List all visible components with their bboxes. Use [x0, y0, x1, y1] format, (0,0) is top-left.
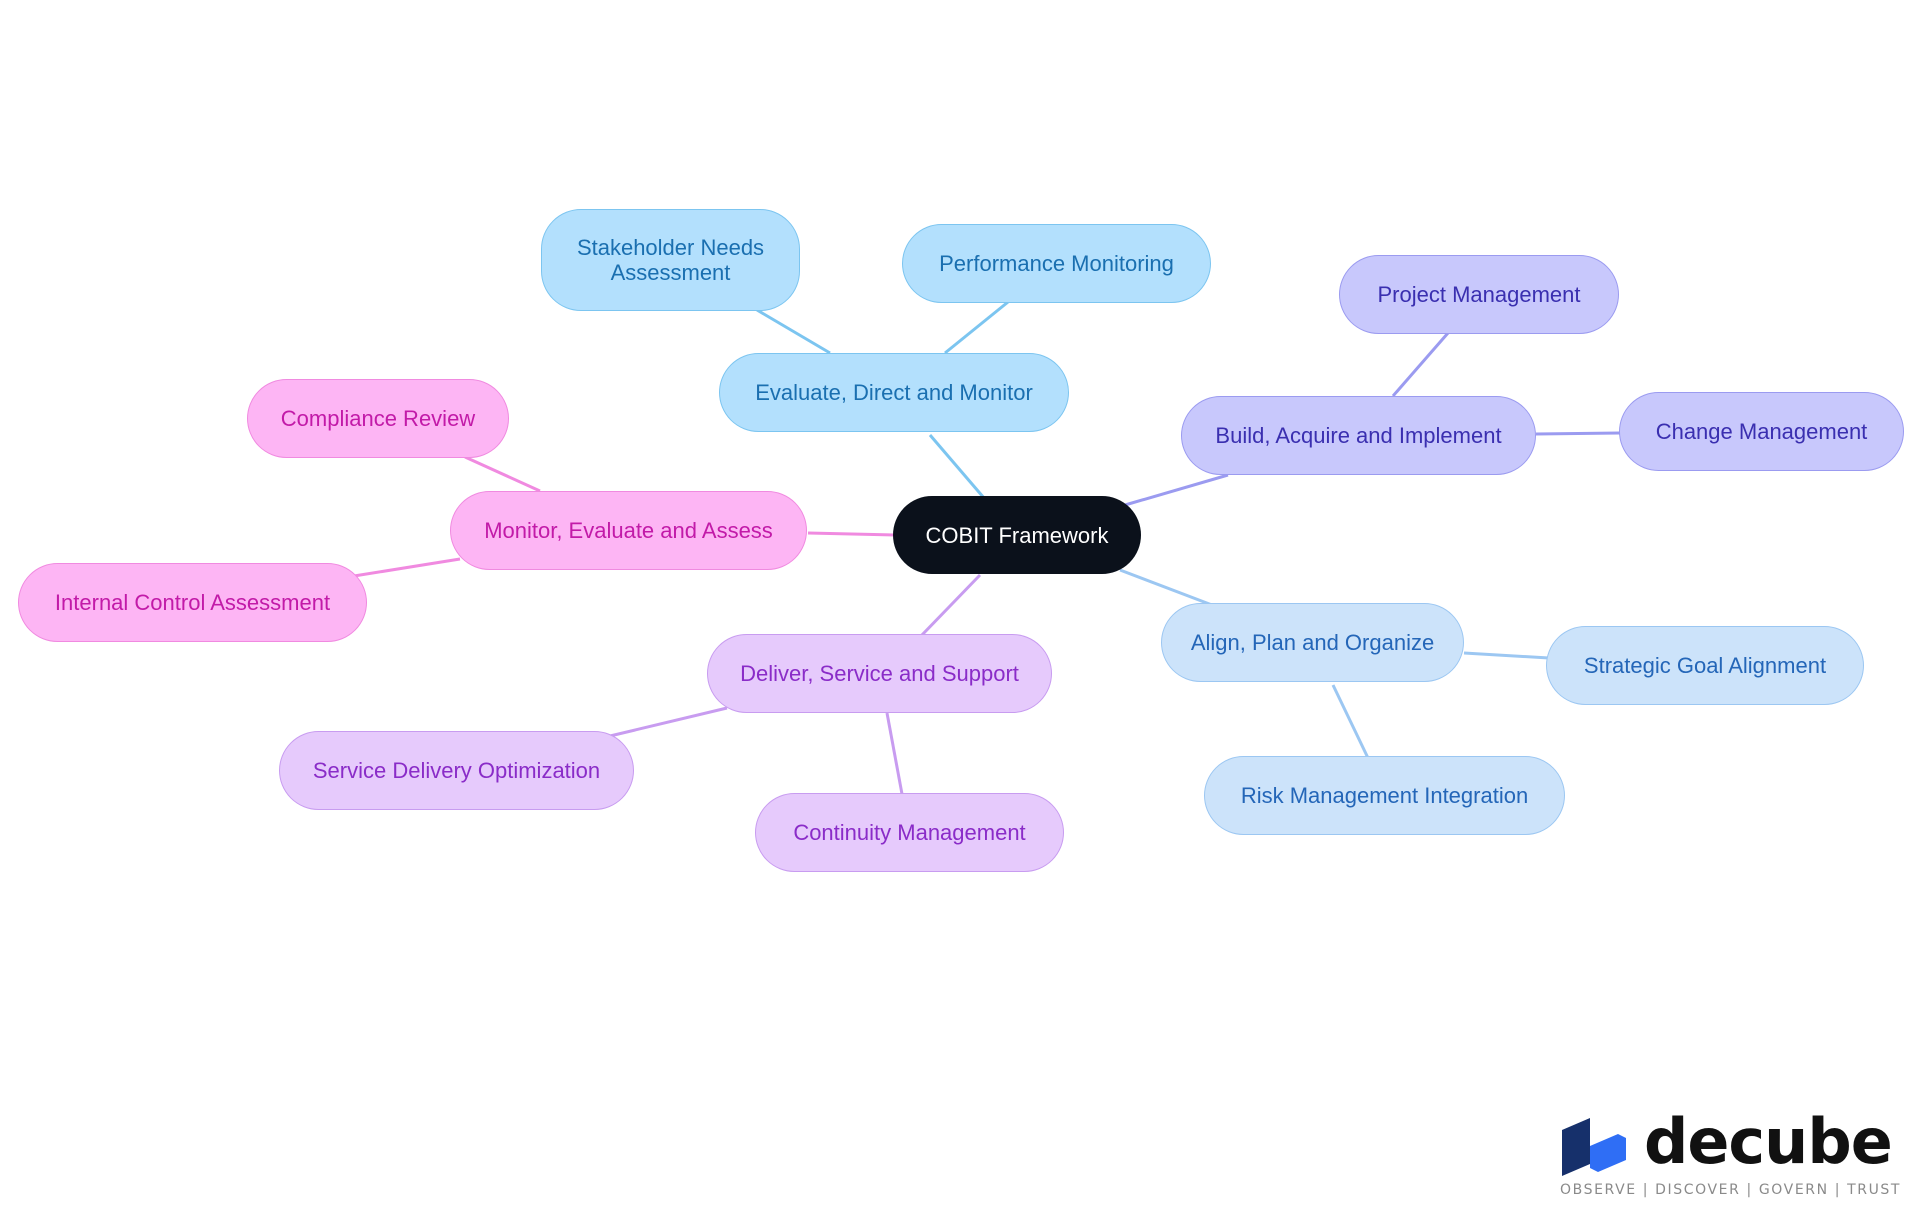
node-label: Align, Plan and Organize	[1190, 630, 1435, 655]
edge-bai-project	[1391, 332, 1450, 397]
edge-edm-stakeholder	[756, 308, 831, 355]
edge-mea-internal	[353, 557, 461, 578]
edge-bai-change	[1535, 431, 1621, 436]
node-label: Strategic Goal Alignment	[1583, 653, 1827, 678]
edge-root-mea	[807, 531, 896, 537]
node-internal-control-assessment[interactable]: Internal Control Assessment	[18, 563, 367, 642]
node-label: Continuity Management	[793, 820, 1026, 845]
node-continuity-management[interactable]: Continuity Management	[755, 793, 1064, 872]
node-risk-management-integration[interactable]: Risk Management Integration	[1204, 756, 1565, 835]
node-label: Deliver, Service and Support	[740, 661, 1019, 686]
node-label: Stakeholder Needs Assessment	[576, 235, 765, 285]
node-stakeholder-needs-assessment[interactable]: Stakeholder Needs Assessment	[541, 209, 800, 311]
node-label: Risk Management Integration	[1240, 783, 1529, 808]
node-label: Evaluate, Direct and Monitor	[755, 380, 1033, 405]
node-label: Performance Monitoring	[939, 251, 1174, 276]
edge-root-edm	[928, 434, 992, 506]
edge-apo-risk	[1331, 684, 1370, 759]
node-build-acquire-implement[interactable]: Build, Acquire and Implement	[1181, 396, 1536, 475]
node-strategic-goal-alignment[interactable]: Strategic Goal Alignment	[1546, 626, 1864, 705]
edge-dss-service	[609, 706, 728, 738]
node-label: Change Management	[1655, 419, 1868, 444]
node-align-plan-organize[interactable]: Align, Plan and Organize	[1161, 603, 1464, 682]
node-monitor-evaluate-assess[interactable]: Monitor, Evaluate and Assess	[450, 491, 807, 570]
node-project-management[interactable]: Project Management	[1339, 255, 1619, 334]
node-compliance-review[interactable]: Compliance Review	[247, 379, 509, 458]
node-label: Internal Control Assessment	[54, 590, 331, 615]
node-deliver-service-support[interactable]: Deliver, Service and Support	[707, 634, 1052, 713]
node-change-management[interactable]: Change Management	[1619, 392, 1904, 471]
edge-root-dss	[918, 573, 982, 639]
node-evaluate-direct-monitor[interactable]: Evaluate, Direct and Monitor	[719, 353, 1069, 432]
edge-mea-compliance	[464, 455, 541, 493]
decube-logo-wordmark: decube	[1644, 1105, 1893, 1178]
decube-logo: decube OBSERVE | DISCOVER | GOVERN | TRU…	[1560, 1105, 1899, 1202]
edge-dss-continuity	[885, 712, 904, 795]
node-label: Monitor, Evaluate and Assess	[484, 518, 773, 543]
edge-edm-performance	[944, 300, 1009, 355]
node-performance-monitoring[interactable]: Performance Monitoring	[902, 224, 1211, 303]
node-label: Service Delivery Optimization	[312, 758, 601, 783]
node-label: Build, Acquire and Implement	[1215, 423, 1502, 448]
node-cobit-framework[interactable]: COBIT Framework	[893, 496, 1141, 574]
node-label: COBIT Framework	[925, 522, 1109, 548]
edge-root-apo	[1119, 568, 1213, 607]
node-service-delivery-optimization[interactable]: Service Delivery Optimization	[279, 731, 634, 810]
node-label: Compliance Review	[280, 406, 476, 431]
edge-root-bai	[1124, 473, 1229, 507]
node-label: Project Management	[1377, 282, 1581, 307]
edge-apo-strategic	[1463, 651, 1550, 660]
decube-logo-mark-icon	[1562, 1118, 1626, 1176]
decube-logo-tagline: OBSERVE | DISCOVER | GOVERN | TRUST	[1560, 1182, 1902, 1198]
